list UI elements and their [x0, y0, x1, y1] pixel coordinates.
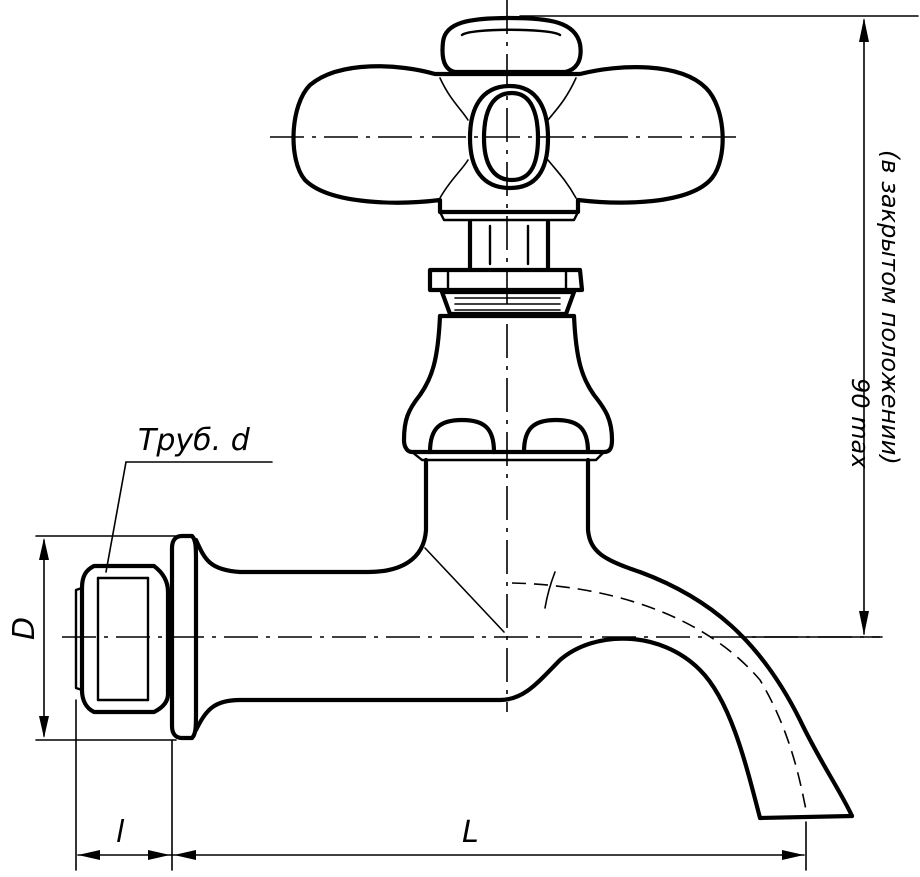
bonnet-bottom-edge — [410, 450, 606, 462]
handle-bottom-ring — [438, 210, 580, 222]
pipe-thread-callout: Труб. d — [105, 423, 273, 573]
dim-D-arrow-top — [39, 538, 49, 560]
handle-shade-line — [439, 159, 469, 199]
nut-face-lines — [96, 576, 150, 702]
hex-facet-left — [427, 417, 497, 455]
handle-oval — [467, 83, 551, 191]
dimension-D: D — [7, 535, 177, 741]
dimension-height: 90 max (в закрытом положении) — [519, 15, 919, 638]
spout-tip — [757, 813, 855, 821]
spout-outer-outline — [585, 457, 855, 819]
handle-shade-line — [547, 77, 577, 121]
inlet-hex-nut — [79, 563, 171, 715]
handle-cap-ridge — [460, 28, 562, 37]
stem-highlight — [488, 224, 530, 266]
dim-L-arrow-left — [174, 850, 196, 860]
dim-height-value: 90 max — [846, 378, 874, 469]
stem — [427, 219, 585, 317]
nut-thread-end — [74, 586, 84, 692]
dim-l-label: l — [116, 815, 125, 850]
handle — [291, 15, 725, 222]
callout-leader-line — [105, 461, 127, 573]
dim-height-arrow-top — [859, 18, 869, 42]
dim-l-arrow-left — [78, 850, 100, 860]
handle-cap — [440, 15, 583, 75]
dim-height-note: (в закрытом положении) — [876, 150, 904, 465]
inlet-fitting — [74, 533, 199, 741]
dim-D-arrow-bottom — [39, 716, 49, 738]
body-lower-outline — [193, 636, 763, 821]
gland-nut-edge — [446, 268, 568, 292]
dim-height-arrow-bottom — [859, 611, 869, 635]
dimension-lengths: l L — [75, 699, 807, 871]
handle-shade-line — [439, 77, 469, 121]
stem-body — [467, 219, 551, 271]
gland-nut — [427, 267, 585, 293]
handle-oval-inner — [481, 90, 541, 183]
spout-axis-line — [511, 582, 807, 811]
spout-hatch-line — [544, 571, 556, 609]
dim-D-label: D — [7, 617, 42, 640]
bonnet — [401, 313, 615, 462]
dim-l-arrow-right — [148, 850, 170, 860]
junction-line — [424, 547, 505, 633]
handle-shade-line — [547, 159, 577, 199]
nut-chamfer-lines — [96, 576, 150, 702]
hex-facet-right — [521, 417, 591, 455]
thread-lines — [454, 297, 561, 311]
body-upper-outline — [193, 457, 429, 575]
dim-L-arrow-right — [782, 850, 804, 860]
inlet-flange — [169, 533, 199, 741]
pipe-thread-label: Труб. d — [138, 423, 251, 458]
dim-L-label: L — [462, 815, 479, 850]
faucet-body — [193, 457, 855, 821]
